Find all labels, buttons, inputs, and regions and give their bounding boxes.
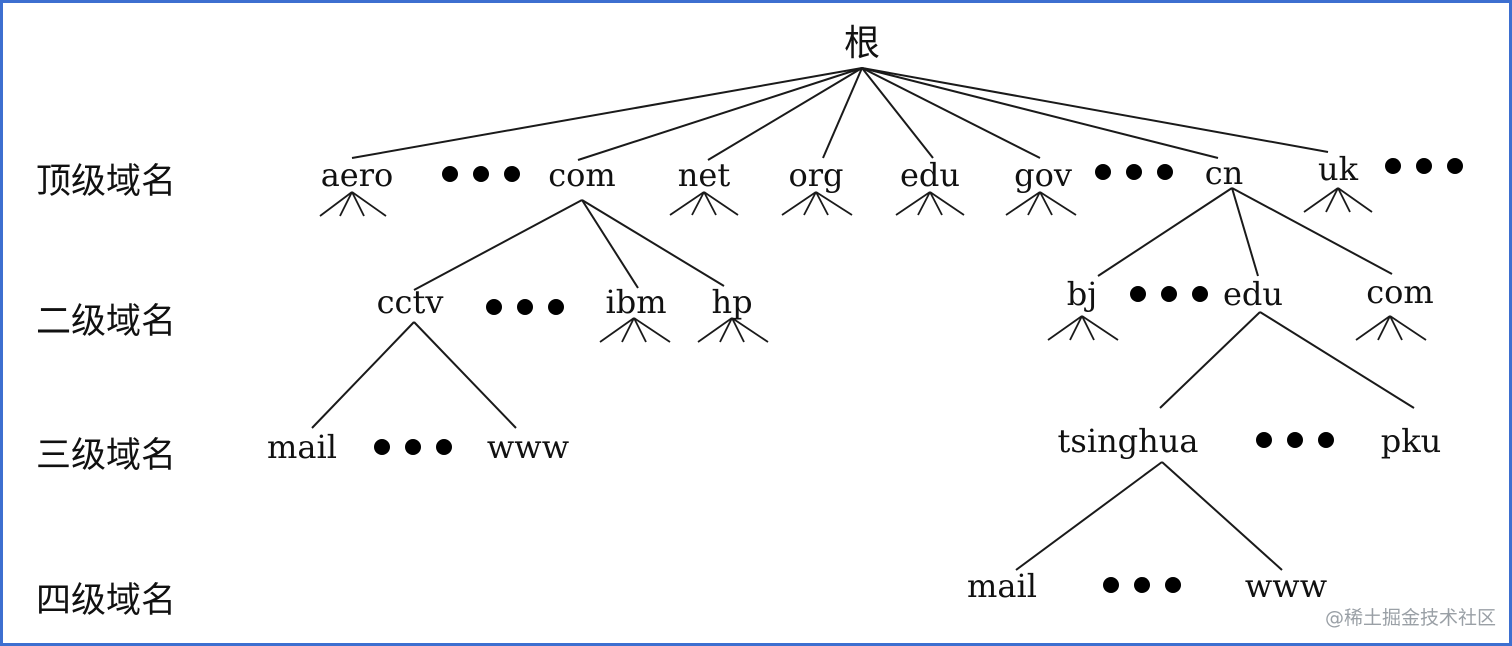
fan-net xyxy=(669,191,739,216)
node-tsinghua: tsinghua xyxy=(1058,422,1199,460)
node-bj: bj xyxy=(1067,275,1097,313)
fan-ibm xyxy=(599,317,671,343)
ellipsis-tsinghua xyxy=(1103,577,1181,593)
fan-org xyxy=(781,191,853,216)
root-edges xyxy=(351,67,1329,161)
node-pku: pku xyxy=(1381,422,1441,460)
node-ibm: ibm xyxy=(605,283,666,321)
node-cn: cn xyxy=(1205,154,1244,192)
ellipsis-edu xyxy=(1256,432,1334,448)
node-edu-cn: edu xyxy=(1223,275,1283,313)
node-org: org xyxy=(788,156,843,194)
node-net: net xyxy=(678,156,731,194)
level-label-top: 顶级域名 xyxy=(36,162,176,202)
fan-marks xyxy=(319,187,1427,343)
node-edu: edu xyxy=(900,156,960,194)
node-hp: hp xyxy=(711,283,752,321)
node-mail: mail xyxy=(267,428,337,466)
node-cctv: cctv xyxy=(377,283,444,321)
fan-gov xyxy=(1005,191,1077,216)
ellipsis-tld-1 xyxy=(442,166,520,182)
ellipsis-tld-2 xyxy=(1095,164,1173,180)
ellipsis-cn xyxy=(1130,286,1208,302)
fan-com-cn xyxy=(1355,315,1427,341)
ellipsis-com xyxy=(486,299,564,315)
node-uk: uk xyxy=(1318,150,1359,188)
ellipsis-tld-3 xyxy=(1385,158,1463,174)
ellipsis-dots xyxy=(374,158,1463,593)
level-label-fourth: 四级域名 xyxy=(36,581,176,621)
fan-edu xyxy=(895,191,965,216)
watermark: @稀土掘金技术社区 xyxy=(1325,607,1496,629)
node-gov: gov xyxy=(1014,156,1072,194)
node-www-4: www xyxy=(1245,567,1327,605)
level-label-third: 三级域名 xyxy=(36,436,176,476)
node-com-cn: com xyxy=(1366,273,1434,311)
fan-hp xyxy=(697,317,769,343)
subtree-edges xyxy=(311,187,1415,571)
fan-uk xyxy=(1303,187,1373,213)
node-www: www xyxy=(487,428,569,466)
node-root: 根 xyxy=(844,23,880,64)
fan-aero xyxy=(319,191,387,217)
fan-bj xyxy=(1047,315,1119,341)
ellipsis-cctv xyxy=(374,439,452,455)
node-aero: aero xyxy=(321,156,394,194)
node-com: com xyxy=(548,156,616,194)
node-mail-4: mail xyxy=(967,567,1037,605)
level-label-second: 二级域名 xyxy=(36,302,176,342)
